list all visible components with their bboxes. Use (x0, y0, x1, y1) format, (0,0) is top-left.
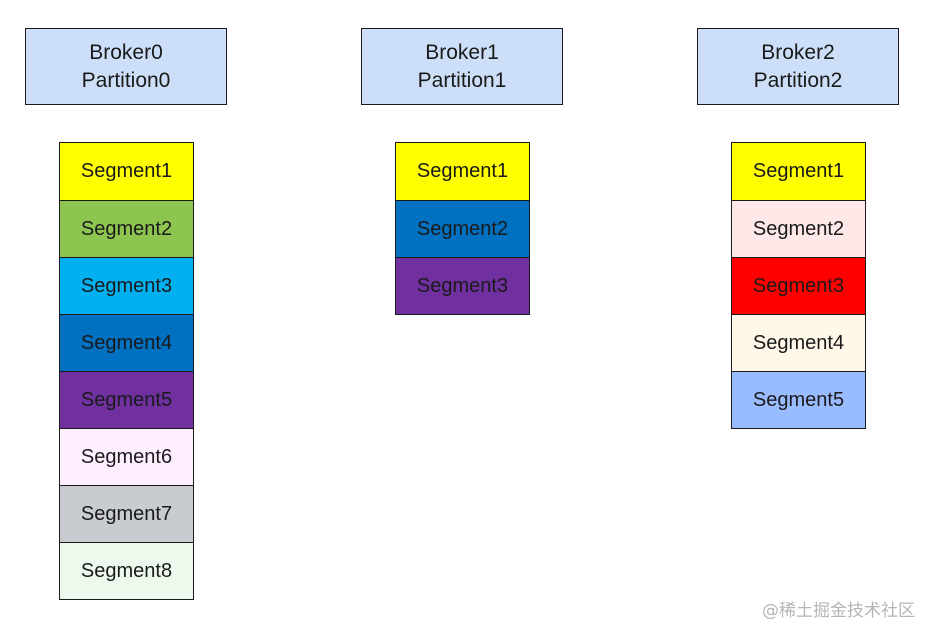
segment-block: Segment1 (60, 143, 193, 200)
segment-block: Segment7 (60, 485, 193, 542)
segment-block: Segment5 (732, 371, 865, 428)
broker-1-name: Broker1 (425, 40, 499, 64)
broker-2-box: Broker2 Partition2 (697, 28, 899, 105)
segment-block: Segment8 (60, 542, 193, 599)
broker-2-name: Broker2 (761, 40, 835, 64)
segment-block: Segment4 (60, 314, 193, 371)
broker-1-partition: Partition1 (417, 68, 507, 92)
broker-2-partition: Partition2 (753, 68, 843, 92)
segment-block: Segment4 (732, 314, 865, 371)
segment-block: Segment6 (60, 428, 193, 485)
watermark: @稀土掘金技术社区 (762, 601, 915, 621)
broker-0-name: Broker0 (89, 40, 163, 64)
segment-block: Segment3 (60, 257, 193, 314)
broker-0-box: Broker0 Partition0 (25, 28, 227, 105)
broker-0-partition: Partition0 (81, 68, 171, 92)
broker-1-box: Broker1 Partition1 (361, 28, 563, 105)
segment-block: Segment1 (396, 143, 529, 200)
segment-block: Segment3 (396, 257, 529, 314)
segment-block: Segment2 (396, 200, 529, 257)
segment-block: Segment1 (732, 143, 865, 200)
segment-block: Segment5 (60, 371, 193, 428)
segment-block: Segment2 (60, 200, 193, 257)
segment-block: Segment2 (732, 200, 865, 257)
segment-block: Segment3 (732, 257, 865, 314)
